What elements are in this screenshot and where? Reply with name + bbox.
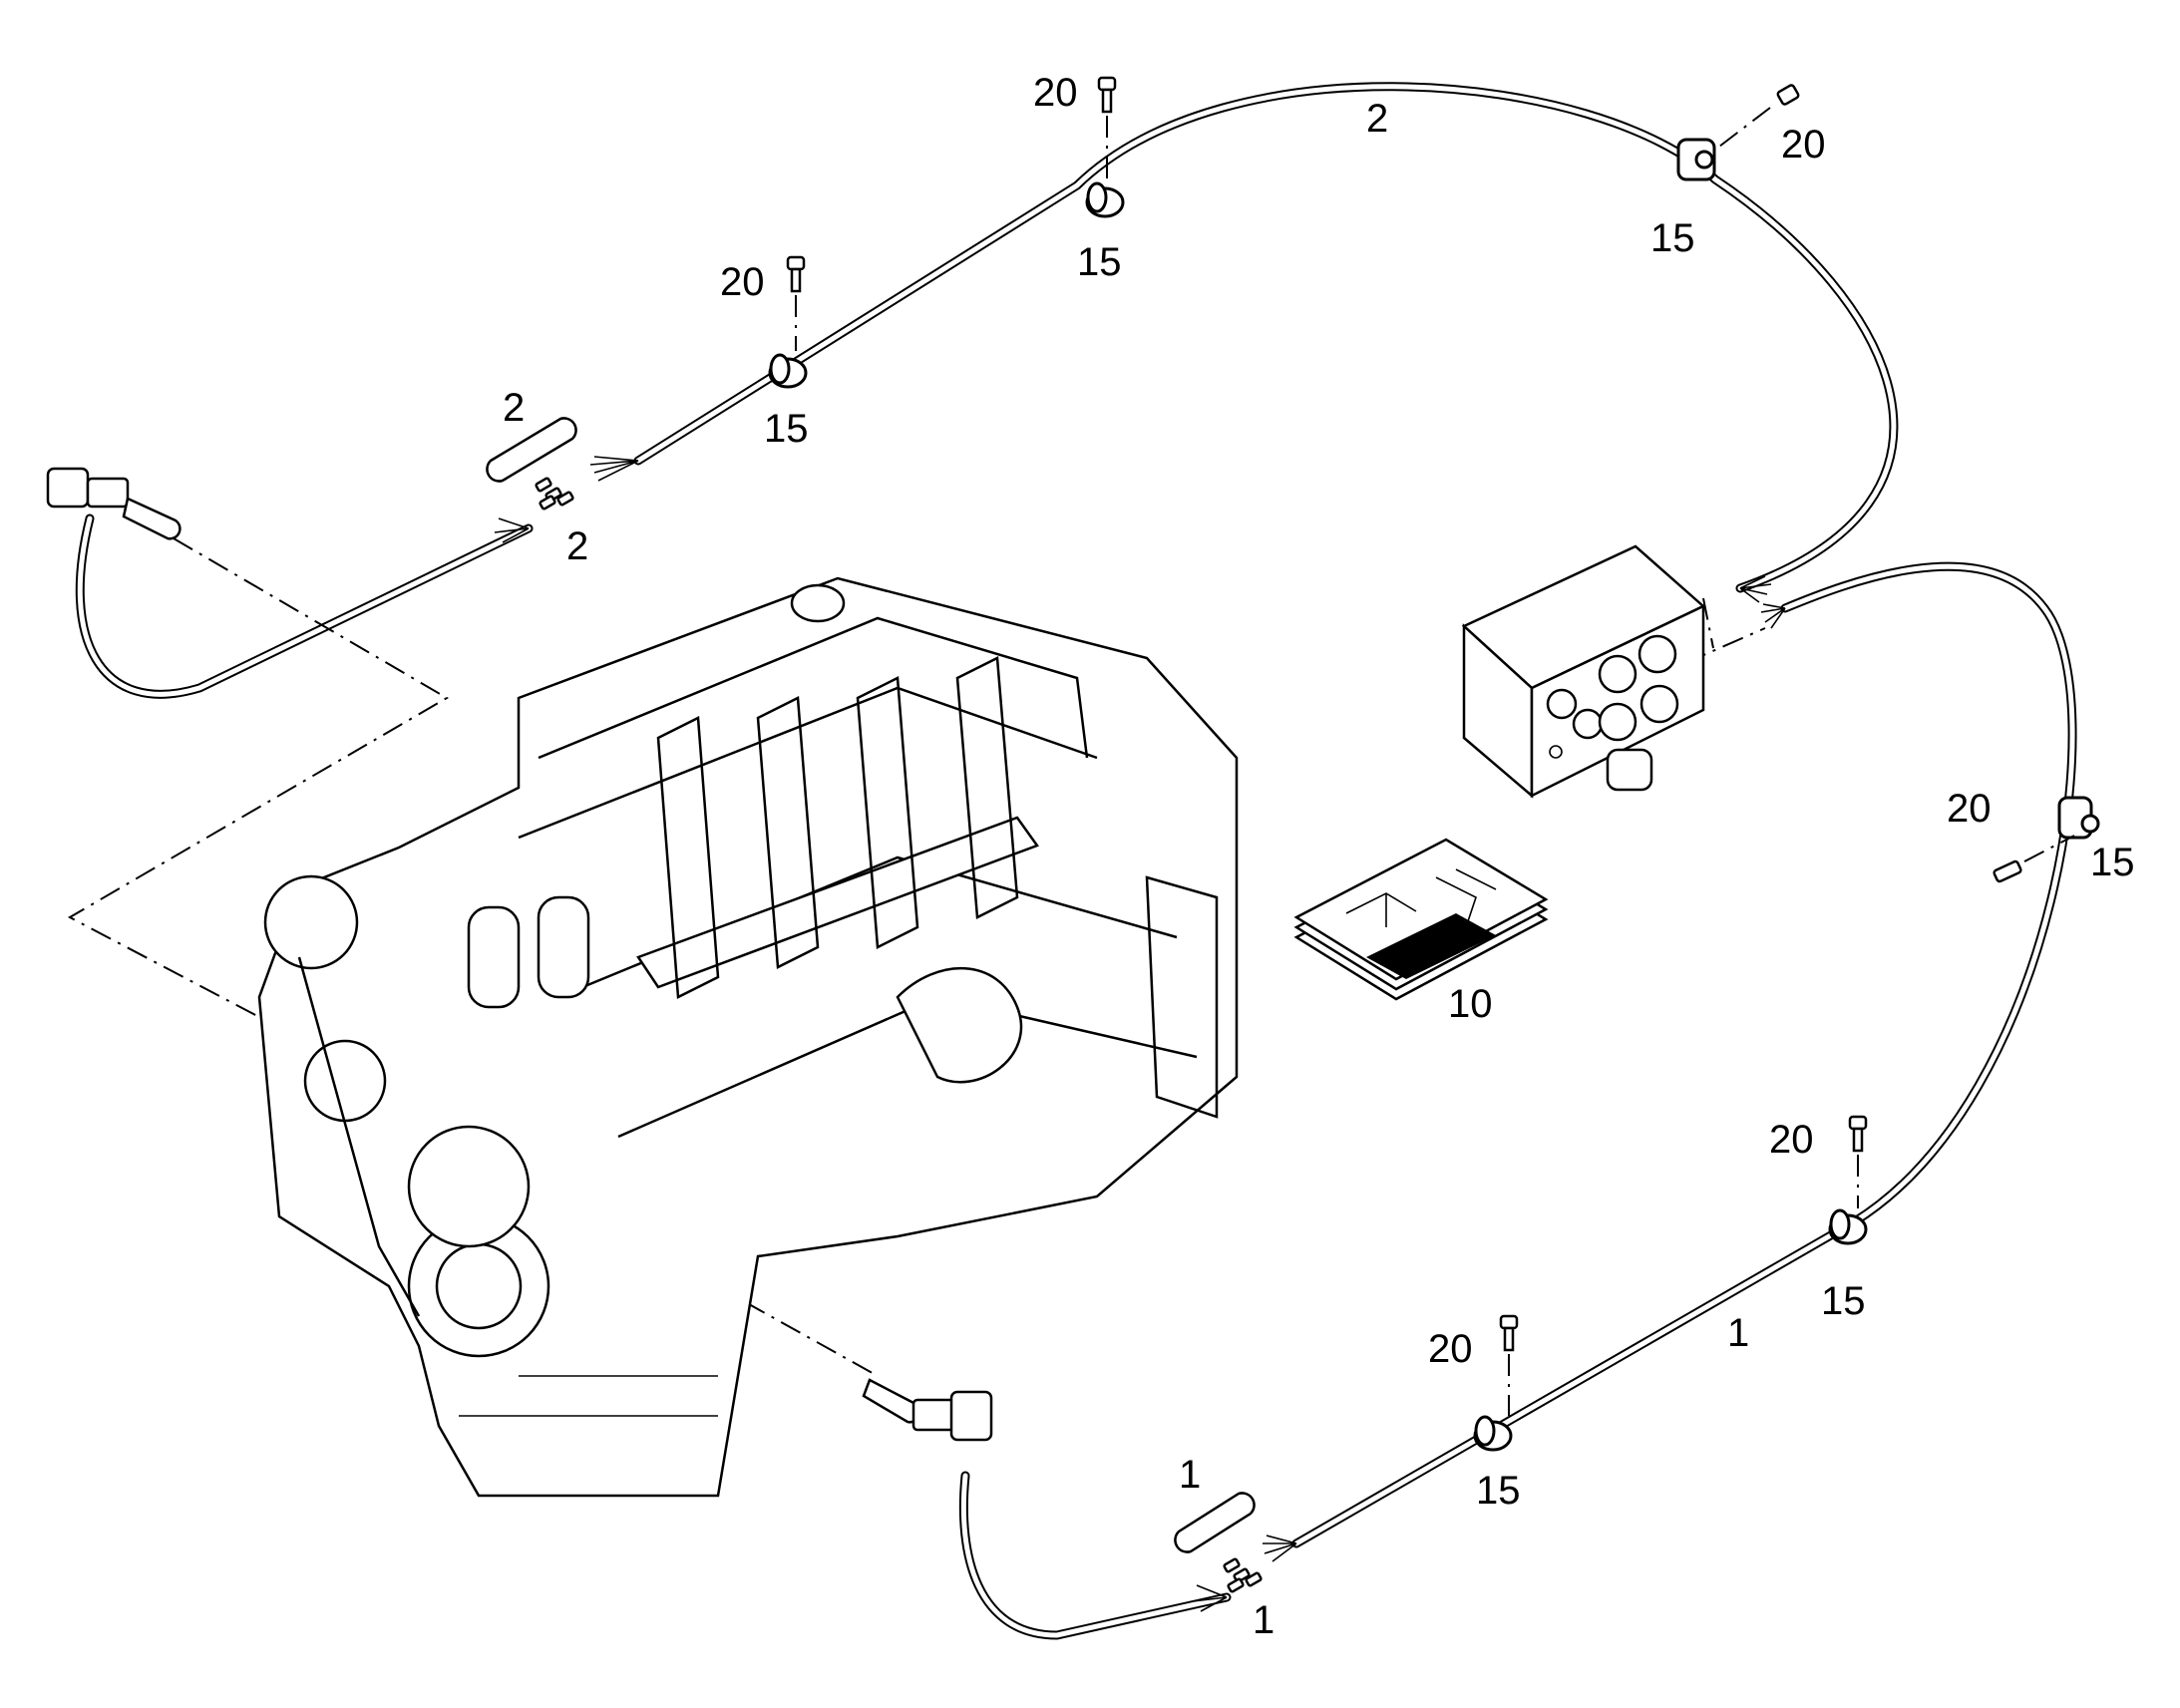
- callout-2-cable: 2: [1366, 97, 1388, 141]
- callout-15-lower-right: 15: [1821, 1279, 1866, 1323]
- callout-20-lower: 20: [1428, 1327, 1473, 1371]
- callout-20-upper-left: 20: [720, 260, 765, 304]
- clamp-right: [2057, 796, 2100, 840]
- screw-top-right: [1714, 84, 1800, 151]
- clamp-top-right: [1676, 138, 1716, 181]
- cable-1-right-wire-ends: [1760, 603, 1786, 629]
- sensor-upper: [46, 467, 534, 699]
- callout-20-top-right: 20: [1781, 123, 1826, 167]
- callout-20-lower-right: 20: [1769, 1118, 1814, 1162]
- clamp-upper-left: [768, 353, 808, 389]
- callout-1-terminals: 1: [1253, 1598, 1274, 1642]
- callout-15-lower: 15: [1476, 1469, 1521, 1513]
- callout-1-cable: 1: [1727, 1311, 1749, 1355]
- clamp-lower: [1473, 1415, 1513, 1452]
- screw-top: [1097, 76, 1117, 179]
- engine: [257, 576, 1239, 1498]
- sleeve-2: [486, 417, 577, 483]
- cable-1: [1263, 561, 2077, 1562]
- screw-lower-right: [1848, 1115, 1868, 1208]
- cable-2-right-wire-ends: [1739, 575, 1772, 603]
- callout-15-upper-left: 15: [764, 407, 809, 451]
- document-10: [1293, 838, 1549, 1001]
- cable-1-left-wire-ends: [1263, 1535, 1297, 1562]
- screw-upper-left: [786, 255, 806, 351]
- callout-15-right: 15: [2090, 841, 2135, 884]
- callout-20-top: 20: [1033, 71, 1078, 115]
- sensor-lower: [862, 1378, 1232, 1640]
- sleeve-1: [1174, 1492, 1256, 1553]
- control-unit: [1461, 544, 1706, 799]
- terminals-2: [535, 477, 574, 511]
- screw-right: [1993, 835, 2075, 883]
- callout-2-sleeve: 2: [503, 386, 525, 430]
- cable-2-left-wire-ends: [589, 456, 639, 482]
- clamp-top: [1085, 181, 1125, 218]
- callout-15-top-right: 15: [1650, 216, 1695, 260]
- callout-20-right: 20: [1947, 787, 1992, 831]
- callout-10-document: 10: [1448, 982, 1493, 1026]
- screw-lower: [1499, 1314, 1519, 1416]
- clamp-lower-right: [1828, 1208, 1868, 1245]
- callout-2-terminals: 2: [566, 524, 588, 568]
- callout-1-sleeve: 1: [1179, 1453, 1201, 1497]
- cable-2: [589, 82, 1899, 603]
- callout-15-top: 15: [1077, 240, 1122, 284]
- terminals-1: [1223, 1557, 1263, 1593]
